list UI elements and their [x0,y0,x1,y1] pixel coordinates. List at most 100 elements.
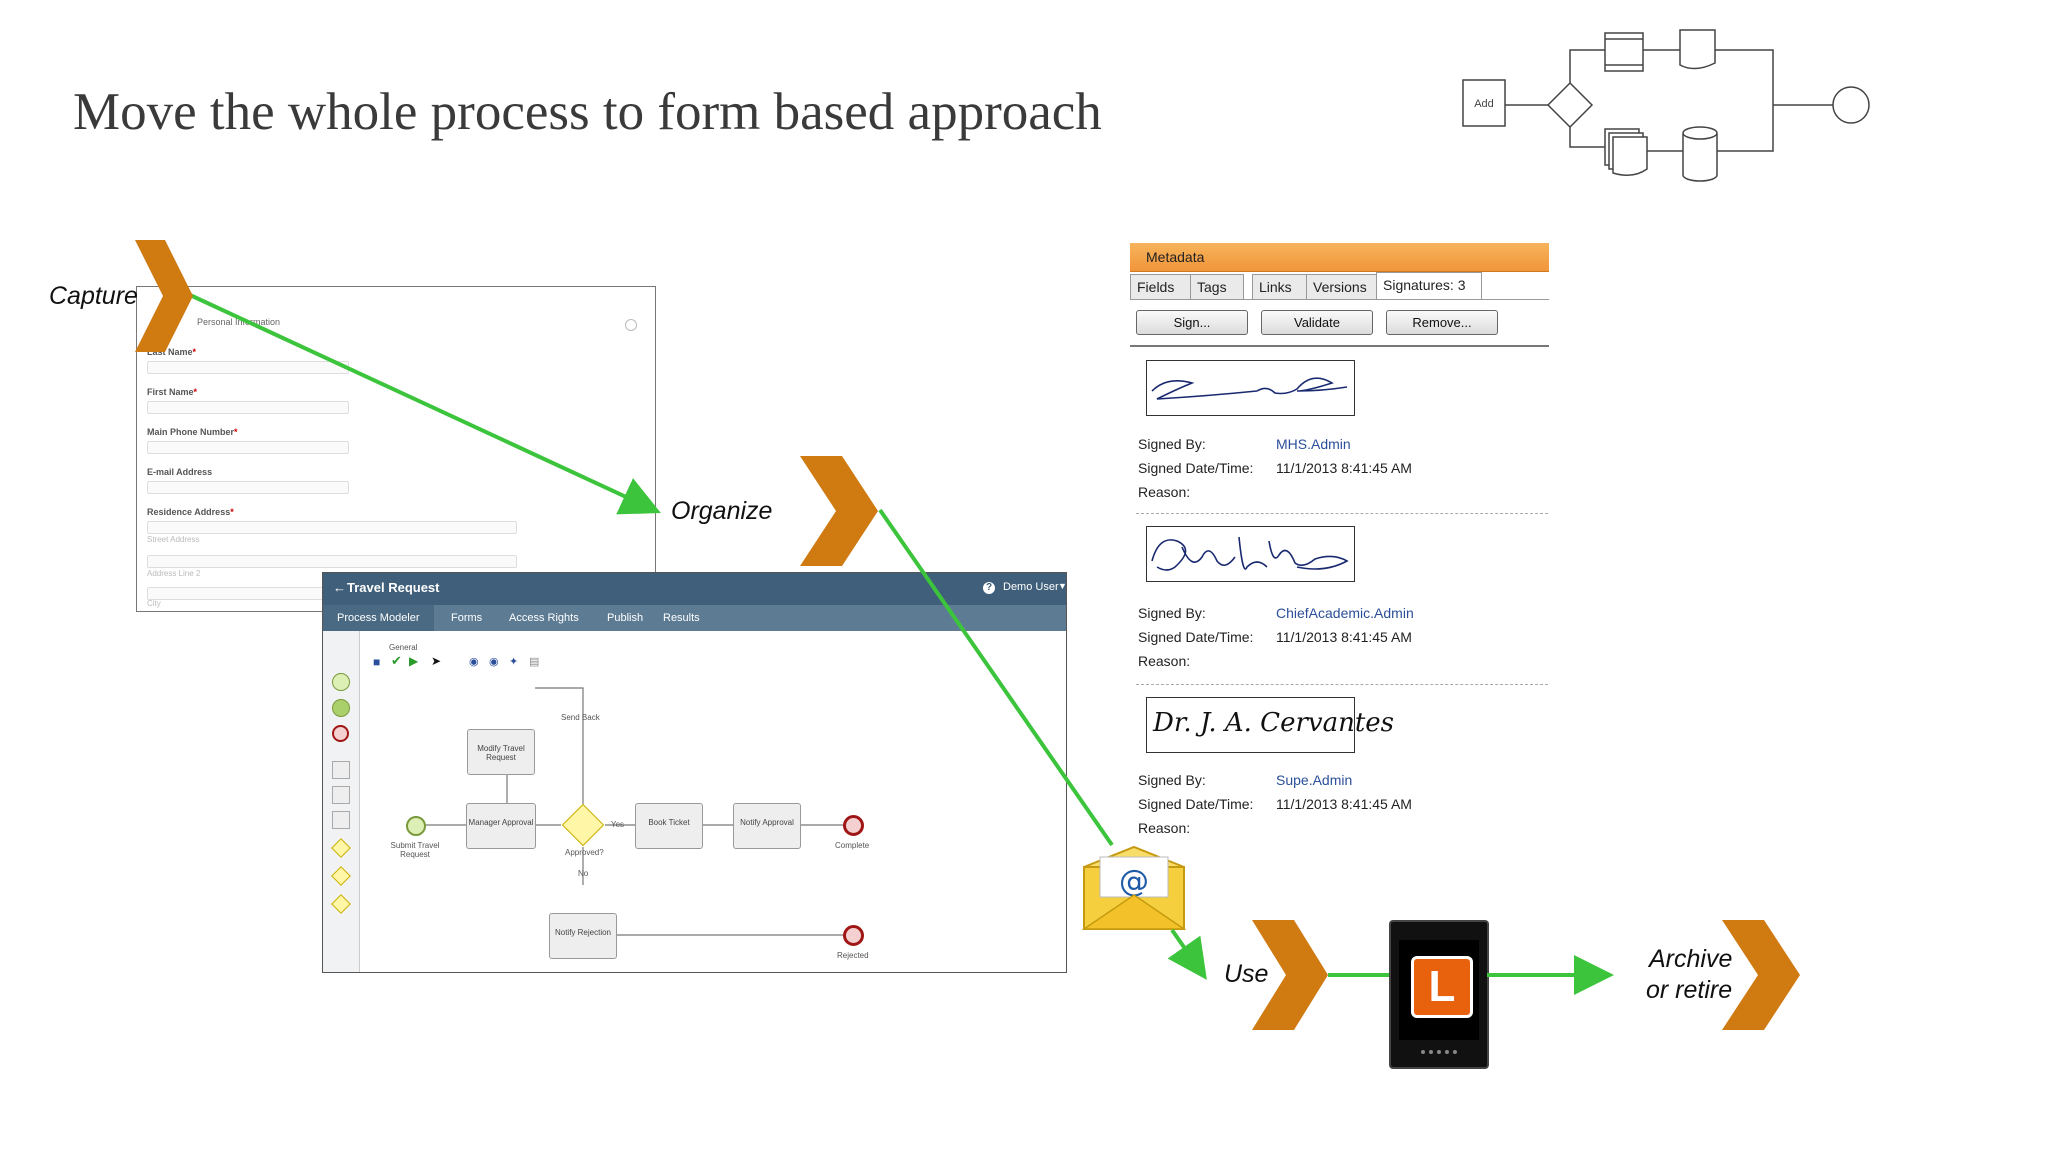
save-icon[interactable]: ■ [373,655,381,669]
tab-forms[interactable]: Forms [451,612,483,624]
document-shape [1679,29,1716,70]
start-event-icon[interactable] [332,673,350,691]
multi-document-shape [1612,136,1648,176]
tab-versions[interactable]: Versions [1306,274,1378,299]
manager-approval-task[interactable]: Manager Approval [466,803,536,849]
signed-date-value: 11/1/2013 8:41:45 AM [1276,629,1412,645]
form-section-title: Personal Information [197,317,281,327]
help-icon[interactable]: ? [983,582,995,594]
tab-process-modeler[interactable]: Process Modeler [323,605,434,631]
subtab-general[interactable]: General [389,643,418,652]
end-event-icon[interactable] [332,725,349,742]
back-arrow-icon[interactable]: ← [333,580,346,595]
pointer-icon[interactable]: ➤ [431,654,442,668]
yes-label: Yes [611,820,625,829]
rejected-end-event[interactable] [843,925,864,946]
notify-rejection-task[interactable]: Notify Rejection [549,913,617,959]
tab-signatures[interactable]: Signatures: 3 [1376,272,1482,300]
stage-archive-label-line2: or retire [1646,976,1733,1004]
mobile-device: L [1389,920,1489,1069]
signature-separator [1136,513,1548,514]
sign-button[interactable]: Sign... [1136,310,1248,335]
address-line2-input[interactable] [147,555,517,568]
approved-label: Approved? [565,848,604,857]
stage-archive-label: Archive [1649,945,1733,973]
metadata-divider [1130,345,1549,347]
complete-label: Complete [835,841,870,850]
notify-approval-task[interactable]: Notify Approval [733,803,801,849]
rejected-label: Rejected [837,951,869,960]
use-chevron-icon [1252,920,1328,1030]
tab-fields[interactable]: Fields [1130,274,1192,299]
metadata-header: Metadata [1130,243,1549,272]
organize-chevron-icon [800,456,878,566]
zoom-in-icon[interactable]: ◉ [469,656,479,668]
email-at-icon: @ [1081,845,1187,930]
modify-travel-request-task[interactable]: Modify Travel Request [467,729,535,775]
phone-buttons [1421,1050,1457,1060]
form-field-label: Residence Address* [147,507,234,517]
modeler-tabs: Process Modeler Forms Access Rights Publ… [323,605,1066,631]
signed-by-value: ChiefAcademic.Admin [1276,605,1414,621]
zoom-out-icon[interactable]: ◉ [489,656,499,668]
complete-end-event[interactable] [843,815,864,836]
add-task-shape [1462,79,1506,127]
send-back-label: Send Back [561,713,600,722]
stage-use-label: Use [1224,960,1269,988]
capture-chevron-icon [135,240,193,352]
signature-info: Signed By:MHS.Admin Signed Date/Time:11/… [1138,436,1412,500]
run-icon[interactable]: ▶ [409,654,419,668]
validate-button[interactable]: Validate [1261,310,1373,335]
process-flow-diagram: Add [1462,29,1870,182]
modeler-title: Travel Request [347,580,440,595]
fit-icon[interactable]: ✦ [509,656,519,668]
metadata-tabs: Fields Tags Links Versions Signatures: 3 [1130,272,1549,302]
service-task-icon[interactable] [332,786,350,804]
process-connectors [424,687,843,936]
svg-text:@: @ [1119,864,1149,899]
user-menu[interactable]: Demo User [1003,581,1059,593]
metadata-toolbar-line [1130,299,1549,300]
signature-image [1146,360,1355,416]
remove-button[interactable]: Remove... [1386,310,1498,335]
signature-image [1146,526,1355,582]
end-event-shape [1832,86,1870,124]
message-event-icon[interactable] [332,699,350,717]
tab-links[interactable]: Links [1252,274,1308,299]
handwritten-signature: Dr. J. A. Cervantes [1153,708,1395,738]
stage-capture-label: Capture [49,282,138,310]
print-icon[interactable]: ▤ [529,656,540,668]
validate-icon[interactable]: ✔ [391,653,402,668]
tab-access-rights[interactable]: Access Rights [509,612,579,624]
tab-publish[interactable]: Publish [607,612,644,624]
submit-start-event[interactable] [406,816,426,836]
stage-organize-label: Organize [671,497,773,525]
signed-date-value: 11/1/2013 8:41:45 AM [1276,796,1412,812]
tab-results[interactable]: Results [663,612,700,624]
signature-separator [1136,684,1548,685]
modeler-toolbar: ■ ✔ ▶ ➤ ◉ ◉ ✦ ▤ [373,653,573,671]
archive-chevron-icon [1722,920,1800,1030]
user-task-icon[interactable] [332,761,350,779]
signature-info: Signed By:Supe.Admin Signed Date/Time:11… [1138,772,1412,836]
metadata-panel: Metadata Fields Tags Links Versions Sign… [1130,243,1549,348]
phone-input[interactable] [147,441,349,454]
no-label: No [578,869,589,878]
capture-form-screenshot: Personal Information Last Name* First Na… [136,286,656,612]
form-field-label: Last Name* [147,347,197,357]
signature-image: Dr. J. A. Cervantes [1146,697,1394,753]
tab-tags[interactable]: Tags [1190,274,1244,299]
signature-info: Signed By:ChiefAcademic.Admin Signed Dat… [1138,605,1414,669]
collapse-icon [625,319,637,331]
city-hint: City [147,599,161,608]
l-app-icon[interactable]: L [1411,956,1473,1018]
signed-by-value: Supe.Admin [1276,772,1353,788]
book-ticket-task[interactable]: Book Ticket [635,803,703,849]
form-field-label: Main Phone Number* [147,427,238,437]
street-address-input[interactable] [147,521,517,534]
slide-title: Move the whole process to form based app… [73,83,1102,141]
task-icon[interactable] [332,811,350,829]
email-input[interactable] [147,481,349,494]
first-name-input[interactable] [147,401,349,414]
add-task-label: Add [1474,98,1494,110]
